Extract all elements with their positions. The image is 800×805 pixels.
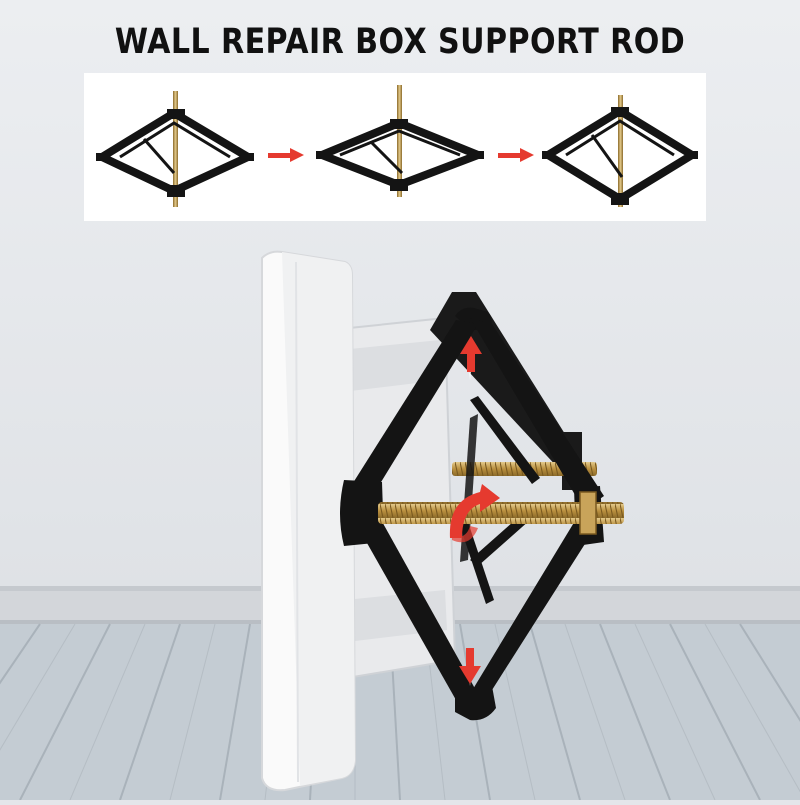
step-expanding — [316, 85, 484, 197]
down-arrow-icon — [459, 648, 481, 684]
threaded-rod — [378, 502, 624, 524]
step-expanded — [542, 95, 698, 207]
rotate-arrow-icon — [449, 484, 500, 543]
right-arrow-icon-2 — [498, 148, 534, 162]
up-arrow-icon — [460, 336, 482, 372]
support-bracket — [340, 307, 604, 721]
step-collapsed — [96, 91, 254, 207]
steps-panel — [84, 73, 706, 221]
right-arrow-icon — [268, 148, 304, 162]
page-title: WALL REPAIR BOX SUPPORT ROD — [114, 22, 686, 62]
wall-plate — [261, 250, 357, 792]
brass-nut — [579, 491, 597, 535]
